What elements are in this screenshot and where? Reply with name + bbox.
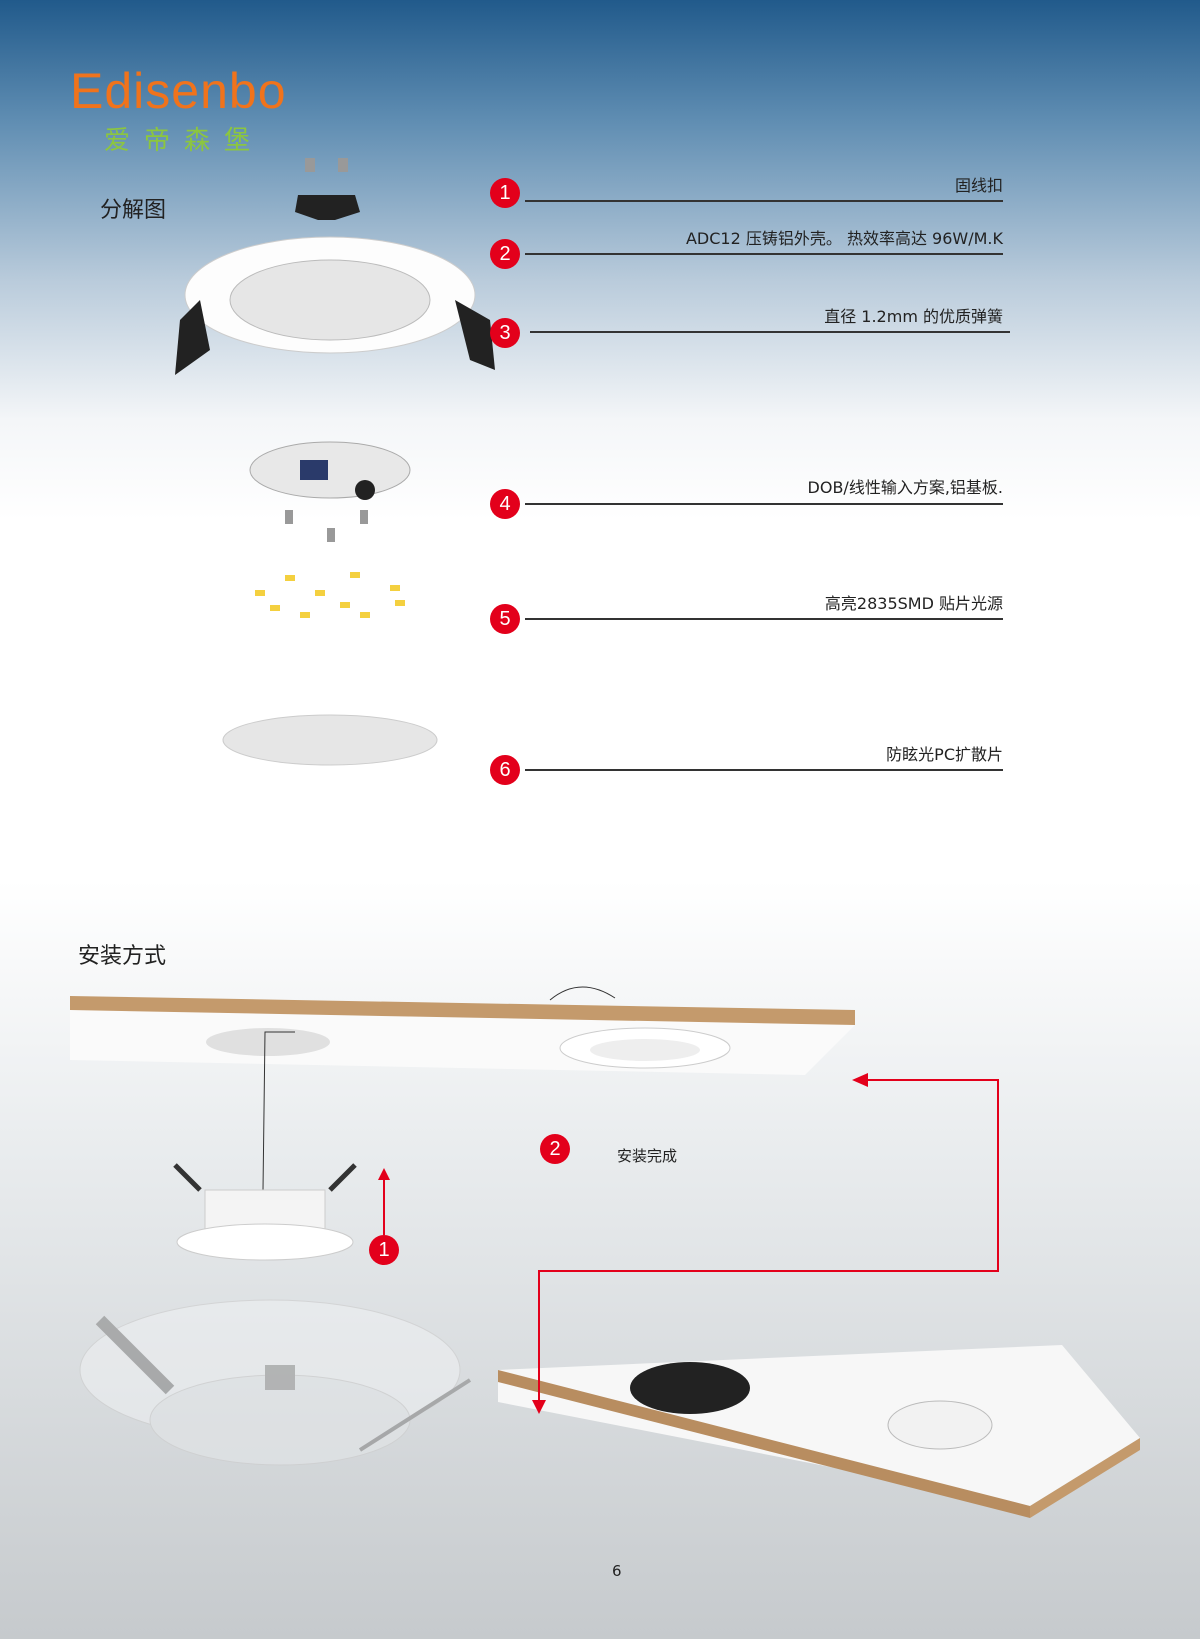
callout-badge: 4 [490, 489, 520, 519]
ceiling-board-icon [70, 986, 855, 1191]
callout-text: 防眩光PC扩散片 [886, 745, 1003, 764]
flow-line [538, 1270, 999, 1272]
diffuser-icon [222, 714, 438, 766]
callout-badge: 5 [490, 604, 520, 634]
callout-line [525, 769, 1003, 771]
housing-icon [175, 236, 495, 375]
flow-line [538, 1270, 540, 1402]
downlight-icon [173, 1163, 357, 1261]
step-2-text: 安装完成 [617, 1147, 678, 1165]
screws-icon [305, 158, 348, 172]
callout-text: 直径 1.2mm 的优质弹簧 [824, 307, 1003, 326]
led-board-icon [249, 441, 411, 542]
installation-illustration [70, 986, 1140, 1518]
step-2-badge: 2 [540, 1134, 570, 1164]
flow-line [868, 1079, 998, 1081]
exploded-view-illustration [175, 158, 495, 766]
callout-badge: 2 [490, 239, 520, 269]
callout-line [530, 331, 1010, 333]
arrow-left-icon [852, 1073, 868, 1087]
cable-clamp-icon [295, 195, 360, 220]
page-number: 6 [612, 1562, 622, 1580]
callout-badge: 6 [490, 755, 520, 785]
callout-line [525, 618, 1003, 620]
exploded-view-title: 分解图 [100, 198, 167, 223]
callout-text: 高亮2835SMD 贴片光源 [824, 594, 1003, 613]
callout-text: ADC12 压铸铝外壳。 热效率高达 96W/M.K [685, 229, 1003, 248]
step-1-badge: 1 [369, 1235, 399, 1265]
callout-line [525, 200, 1003, 202]
callout-line [525, 253, 1003, 255]
up-arrow-line [383, 1180, 385, 1235]
smd-chips-icon [255, 572, 405, 618]
arrow-down-icon [532, 1400, 546, 1414]
callout-badge: 3 [490, 318, 520, 348]
cutaway-downlight-icon [79, 1299, 472, 1466]
brand-logo-en: Edisenbo [70, 63, 287, 119]
installed-board-icon [498, 1345, 1140, 1518]
flow-line [997, 1079, 999, 1272]
installation-title: 安装方式 [78, 944, 167, 969]
callout-badge: 1 [490, 178, 520, 208]
brand-logo-cn: 爱帝森堡 [104, 126, 265, 156]
callout-text: DOB/线性输入方案,铝基板. [807, 478, 1003, 497]
callout-line [525, 503, 1003, 505]
callout-text: 固线扣 [954, 176, 1003, 195]
arrow-up-icon [378, 1168, 390, 1180]
